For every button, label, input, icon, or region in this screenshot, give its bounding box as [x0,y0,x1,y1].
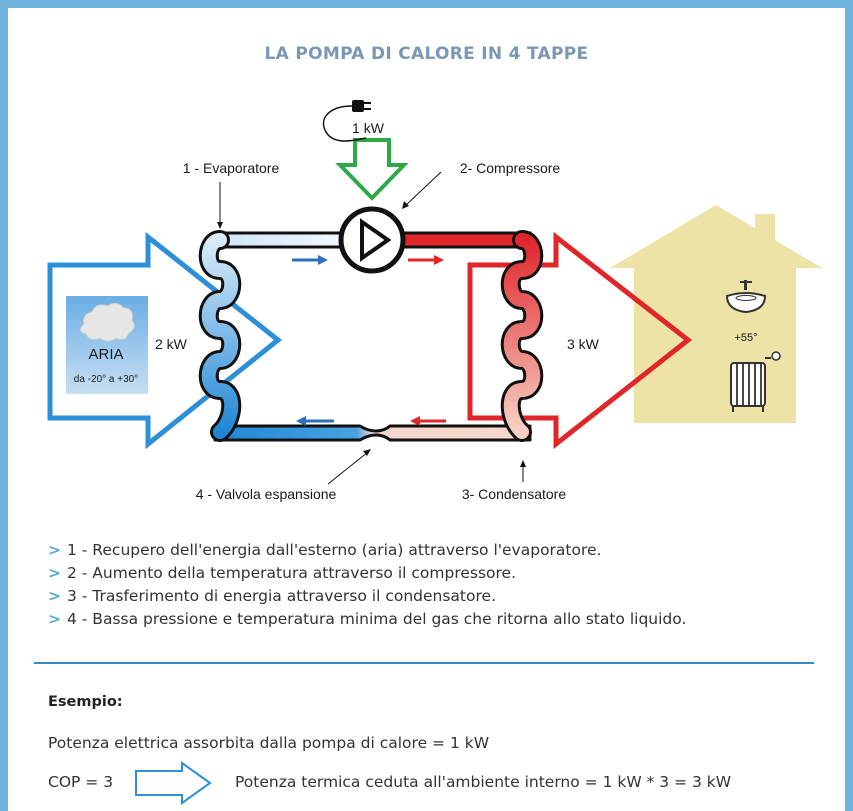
step-text: 2 - Aumento della temperatura attraverso… [67,564,517,582]
compressor-label: 2- Compressore [460,160,561,176]
evaporator-coil [198,230,242,442]
divider [34,662,814,664]
step-text: 1 - Recupero dell'energia dall'esterno (… [67,541,602,559]
steps-list: >1 - Recupero dell'energia dall'esterno … [48,539,686,631]
pipe-bottom [213,424,532,442]
plug-icon [322,100,371,142]
heat-output-arrow [467,231,693,450]
flow-arrow-top-right [408,255,444,265]
example-line-thermal: Potenza termica ceduta all'ambiente inte… [235,773,732,791]
chevron-right-icon: > [48,541,61,559]
electric-input-label: 1 kW [352,120,385,136]
heat-output-power: 3 kW [567,336,600,352]
pipe-top-cold [213,231,347,249]
list-item: >4 - Bassa pressione e temperatura minim… [48,608,686,631]
air-label: ARIA [88,346,123,363]
example-line-power: Potenza elettrica assorbita dalla pompa … [48,734,490,752]
list-item: >2 - Aumento della temperatura attravers… [48,562,686,585]
air-range: da -20° a +30° [74,374,138,385]
cloud-icon [80,302,135,342]
sink-icon [725,280,767,314]
diagram-title: LA POMPA DI CALORE IN 4 TAPPE [264,44,589,64]
air-source-box [66,296,148,394]
example-title: Esempio: [48,694,123,710]
air-input-power: 2 kW [155,336,188,352]
evaporator-label: 1 - Evaporatore [183,160,280,176]
chevron-right-icon: > [48,564,61,582]
example-cop: COP = 3 [48,773,114,791]
compressor [338,206,406,274]
arrow-right-icon [135,761,212,805]
list-item: >1 - Recupero dell'energia dall'esterno … [48,539,686,562]
flow-arrow-top-left [292,255,328,265]
step-text: 3 - Trasferimento di energia attraverso … [67,587,496,605]
list-item: >3 - Trasferimento di energia attraverso… [48,585,686,608]
heat-pump-diagram: ARIA da -20° a +30° 1 kW [47,100,822,502]
step-text: 4 - Bassa pressione e temperatura minima… [67,610,687,628]
electric-input-arrow [335,138,409,201]
chevron-right-icon: > [48,587,61,605]
water-temp: +55° [734,332,757,344]
valve-label: 4 - Valvola espansione [196,486,337,502]
house [610,205,822,423]
condenser-coil [500,230,544,442]
chevron-right-icon: > [48,610,61,628]
flow-arrow-bottom-right [410,416,446,426]
pipe-top-hot [398,231,532,249]
condenser-label: 3- Condensatore [462,486,567,502]
flow-arrow-bottom-left [296,416,334,426]
radiator-icon [730,351,781,412]
